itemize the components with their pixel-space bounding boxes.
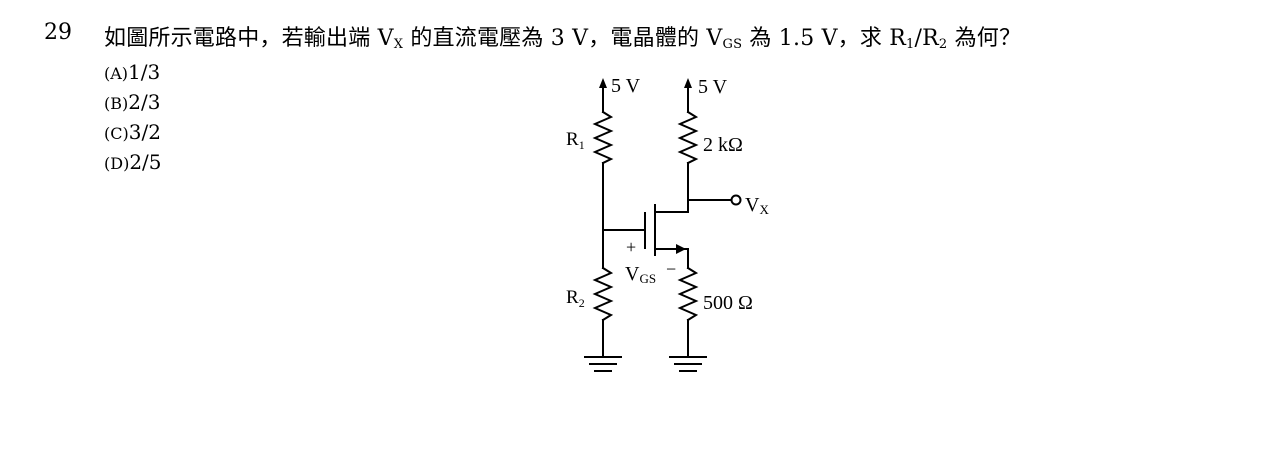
option-d-letter: (D): [104, 154, 130, 173]
r1-resistor: [592, 110, 614, 165]
option-b-letter: (B): [104, 94, 129, 113]
question-number: 29: [44, 20, 72, 45]
vgs-label-sub: GS: [639, 271, 656, 286]
source-resistor-label: 500 Ω: [703, 292, 753, 314]
source-resistor: [677, 266, 699, 322]
option-c-letter: (C): [104, 124, 129, 143]
r1-label: R1: [566, 129, 585, 152]
subscript-gs: GS: [722, 37, 743, 52]
left-supply-arrow: [599, 78, 607, 88]
r2-label-sub: 2: [579, 296, 585, 310]
right-supply-arrow: [684, 78, 692, 88]
question-text-part-a: 如圖所示電路中，若輸出端 V: [104, 26, 394, 51]
vgs-minus-sign: −: [666, 259, 676, 279]
drain-resistor: [677, 110, 699, 165]
option-b-value: 2/3: [128, 90, 161, 114]
drain-resistor-label: 2 kΩ: [703, 134, 743, 156]
question-text-part-b: 的直流電壓為 3 V，電晶體的 V: [403, 26, 723, 51]
option-c-value: 3/2: [128, 120, 161, 144]
vgs-label-main: V: [625, 263, 640, 285]
option-d-value: 2/5: [129, 150, 162, 174]
question-text-part-c: 為 1.5 V，求 R: [742, 26, 907, 51]
subscript-1: 1: [906, 37, 915, 52]
subscript-x: X: [393, 37, 404, 52]
vgs-plus-sign: +: [626, 237, 636, 257]
vx-label-main: V: [745, 194, 760, 216]
question-text-part-d: /R: [914, 26, 939, 51]
r2-label-main: R: [566, 287, 579, 308]
vx-label-sub: X: [759, 202, 769, 217]
source-arrow: [676, 244, 686, 254]
option-a-letter: (A): [104, 64, 129, 83]
r2-label: R2: [566, 287, 585, 310]
right-supply-label: 5 V: [698, 76, 728, 98]
r1-label-sub: 1: [579, 138, 585, 152]
vx-label: VX: [745, 194, 769, 217]
option-d[interactable]: (D)2/5: [104, 148, 162, 178]
r2-resistor: [592, 266, 614, 322]
subscript-2: 2: [938, 37, 948, 52]
question-text-part-e: 為何？: [947, 26, 1022, 51]
option-c[interactable]: (C)3/2: [104, 118, 162, 148]
answer-options: (A)1/3 (B)2/3 (C)3/2 (D)2/5: [104, 58, 162, 178]
question-text: 如圖所示電路中，若輸出端 VX 的直流電壓為 3 V，電晶體的 VGS 為 1.…: [104, 20, 1021, 52]
left-supply-label: 5 V: [611, 75, 641, 97]
option-a[interactable]: (A)1/3: [104, 58, 162, 88]
vgs-label: VGS: [625, 263, 656, 286]
option-b[interactable]: (B)2/3: [104, 88, 162, 118]
option-a-value: 1/3: [128, 60, 161, 84]
r1-label-main: R: [566, 129, 579, 150]
vx-terminal: [730, 194, 742, 206]
